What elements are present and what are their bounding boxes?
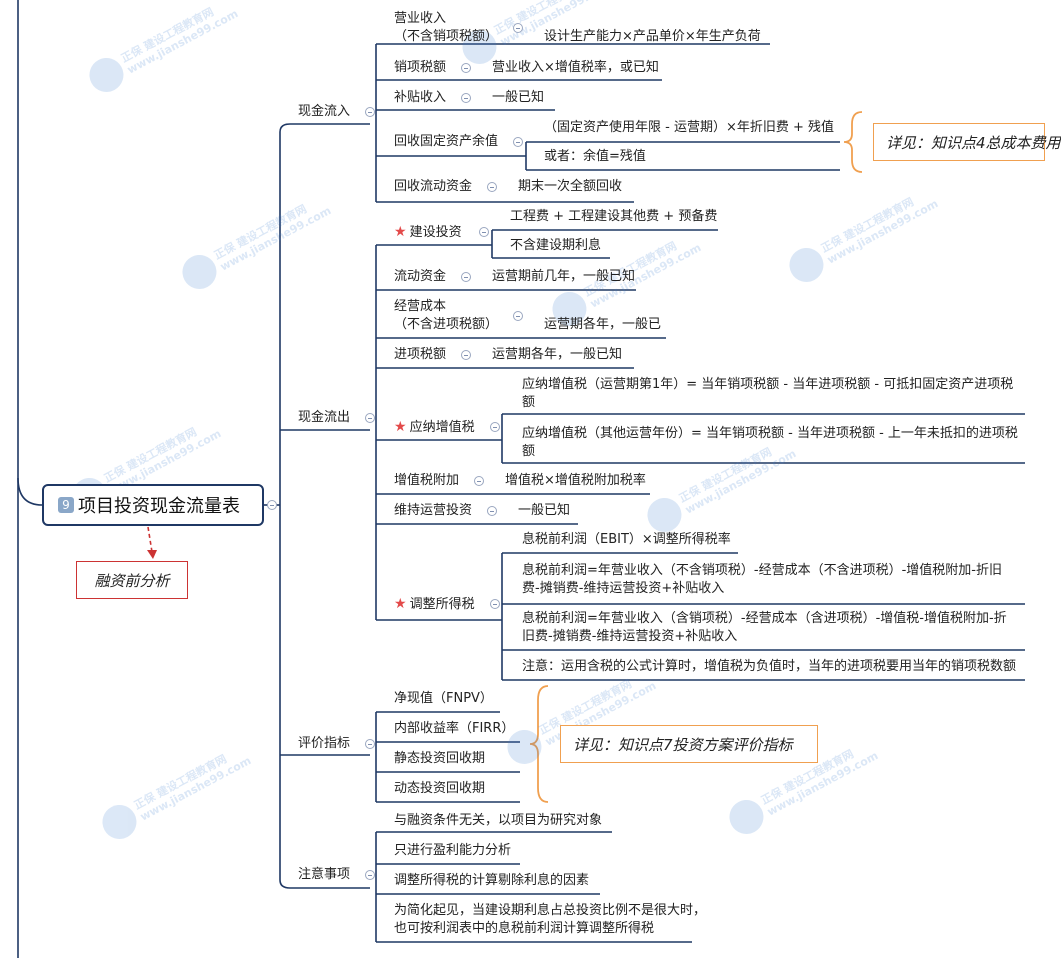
node-note-2[interactable]: 只进行盈利能力分析 [394,843,512,858]
node-output-tax[interactable]: 销项税额 [394,60,447,75]
collapse-icon[interactable] [461,272,471,282]
leaf-ebit-incl-tax[interactable]: 息税前利润=年营业收入（含销项税）-经营成本（含进项税）-增值税-增值税附加-折… [522,611,1007,644]
collapse-icon[interactable] [365,870,375,880]
node-firr[interactable]: 内部收益率（FIRR） [394,721,515,736]
branch-evaluation[interactable]: 评价指标 [298,736,351,751]
collapse-icon[interactable] [461,350,471,360]
root-badge: 9 [58,497,74,513]
note-inflow[interactable]: 详见：知识点4总成本费用 [873,123,1061,161]
node-note-1[interactable]: 与融资条件无关，以项目为研究对象 [394,813,603,828]
branch-outflow[interactable]: 现金流出 [298,410,351,425]
collapse-icon[interactable] [365,739,375,749]
collapse-icon[interactable] [487,506,497,516]
leaf-revenue-formula[interactable]: 设计生产能力×产品单价×年生产负荷 [544,29,761,44]
leaf-ebit-note[interactable]: 注意：运用含税的公式计算时，增值税为负值时，当年的进项税要用当年的销项税数额 [522,659,1017,674]
leaf-maintenance-investment[interactable]: 一般已知 [518,503,571,518]
leaf-vat-first-year[interactable]: 应纳增值税（运营期第1年）= 当年销项税额 - 当年进项税额 - 可抵扣固定资产… [522,377,1014,410]
collapse-icon[interactable] [490,422,500,432]
node-fnpv[interactable]: 净现值（FNPV） [394,691,493,706]
collapse-icon[interactable] [474,476,484,486]
collapse-icon[interactable] [513,311,523,321]
node-adjusted-income-tax[interactable]: ★调整所得税 [394,596,475,612]
node-revenue-sub: （不含销项税额） [394,29,499,44]
node-operating-cost[interactable]: 经营成本 [394,299,447,314]
collapse-icon[interactable] [513,23,523,33]
node-note-4[interactable]: 为简化起见，当建设期利息占总投资比例不是很大时，也可按利润表中的息税前利润计算调… [394,903,707,936]
leaf-ebit-excl-tax[interactable]: 息税前利润=年营业收入（不含销项税）-经营成本（不含进项税）-增值税附加-折旧费… [522,563,1002,596]
leaf-subsidy[interactable]: 一般已知 [492,90,545,105]
node-working-capital-recovery[interactable]: 回收流动资金 [394,179,473,194]
node-maintenance-investment[interactable]: 维持运营投资 [394,503,473,518]
node-note-3[interactable]: 调整所得税的计算剔除利息的因素 [394,873,590,888]
leaf-working-capital-recovery[interactable]: 期末一次全额回收 [518,179,623,194]
node-dynamic-payback[interactable]: 动态投资回收期 [394,781,486,796]
collapse-icon[interactable] [461,63,471,73]
node-liquid-capital[interactable]: 流动资金 [394,269,447,284]
collapse-icon[interactable] [513,137,523,147]
branch-notes[interactable]: 注意事项 [298,867,351,882]
leaf-construction-formula[interactable]: 工程费 + 工程建设其他费 + 预备费 [510,209,718,224]
star-icon: ★ [394,224,407,240]
collapse-icon[interactable] [479,227,489,237]
node-static-payback[interactable]: 静态投资回收期 [394,751,486,766]
leaf-vat-surcharge[interactable]: 增值税×增值税附加税率 [505,473,646,488]
leaf-output-tax[interactable]: 营业收入×增值税率，或已知 [492,60,659,75]
note-evaluation[interactable]: 详见：知识点7投资方案评价指标 [560,725,818,763]
pre-financing-analysis-node[interactable]: 融资前分析 [76,561,188,599]
node-vat-payable[interactable]: ★应纳增值税 [394,419,475,435]
leaf-ebit-rate[interactable]: 息税前利润（EBIT）×调整所得税率 [522,532,731,547]
branch-inflow[interactable]: 现金流入 [298,104,351,119]
collapse-icon[interactable] [487,182,497,192]
collapse-icon[interactable] [267,500,277,510]
node-vat-surcharge[interactable]: 增值税附加 [394,473,460,488]
collapse-icon[interactable] [365,107,375,117]
leaf-construction-note[interactable]: 不含建设期利息 [510,238,602,253]
leaf-vat-other-years[interactable]: 应纳增值税（其他运营年份）= 当年销项税额 - 当年进项税额 - 上一年未抵扣的… [522,426,1018,459]
leaf-input-tax[interactable]: 运营期各年，一般已知 [492,347,623,362]
node-construction[interactable]: ★建设投资 [394,224,462,240]
node-operating-cost-sub: （不含进项税额） [394,317,499,332]
leaf-operating-cost[interactable]: 运营期各年，一般已 [544,317,662,332]
leaf-residual-formula[interactable]: （固定资产使用年限 - 运营期）×年折旧费 + 残值 [544,120,835,135]
node-subsidy[interactable]: 补贴收入 [394,90,447,105]
collapse-icon[interactable] [490,599,500,609]
root-node[interactable]: 9 项目投资现金流量表 [42,484,264,526]
collapse-icon[interactable] [365,413,375,423]
leaf-liquid-capital[interactable]: 运营期前几年，一般已知 [492,269,636,284]
node-input-tax[interactable]: 进项税额 [394,347,447,362]
collapse-icon[interactable] [461,93,471,103]
leaf-residual-alt[interactable]: 或者：余值=残值 [544,149,646,164]
root-label: 项目投资现金流量表 [78,496,240,517]
node-residual[interactable]: 回收固定资产余值 [394,134,499,149]
star-icon: ★ [394,419,407,435]
node-revenue[interactable]: 营业收入 [394,11,447,26]
star-icon: ★ [394,596,407,612]
